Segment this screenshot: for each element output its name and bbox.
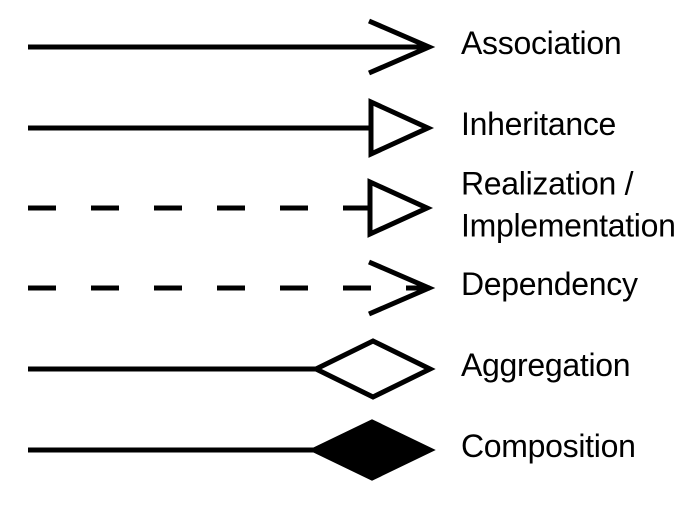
inheritance-triangle-arrowhead (368, 98, 435, 158)
dependency-connector (28, 259, 436, 317)
dependency-open-arrowhead (368, 259, 436, 317)
aggregation-connector (28, 338, 436, 400)
realization-label: Realization / Implementation (461, 165, 676, 243)
association-open-arrowhead (368, 18, 436, 76)
composition-label: Composition (461, 428, 636, 465)
composition-filled-diamond (308, 419, 436, 481)
realization-connector (28, 178, 434, 238)
association-connector (28, 18, 436, 76)
inheritance-connector (28, 98, 435, 158)
realization-triangle-arrowhead (367, 178, 434, 238)
dependency-label: Dependency (461, 266, 638, 303)
association-label: Association (461, 25, 622, 62)
composition-connector (28, 419, 436, 481)
inheritance-label: Inheritance (461, 106, 617, 143)
aggregation-hollow-diamond (310, 338, 436, 400)
aggregation-label: Aggregation (461, 347, 631, 384)
